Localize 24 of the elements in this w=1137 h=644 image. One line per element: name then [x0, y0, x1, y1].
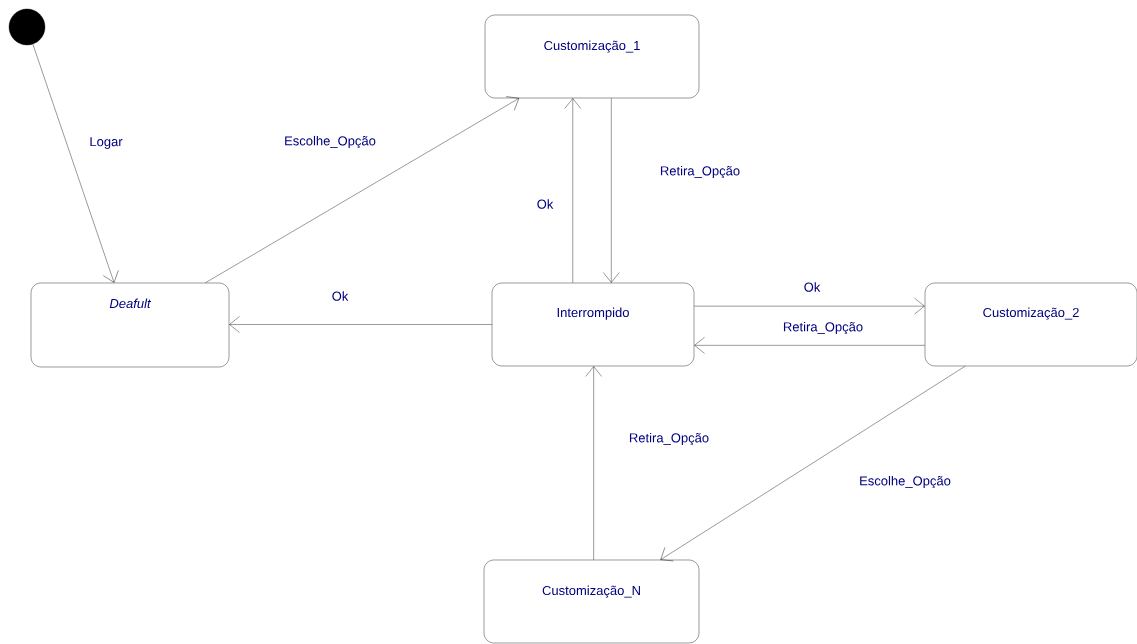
transition-arrow — [660, 366, 966, 562]
initial-state-dot — [8, 8, 46, 46]
edge-label: Escolhe_Opção — [283, 134, 377, 150]
state-box: Customização_N — [483, 559, 700, 644]
edge-label: Escolhe_Opção — [858, 474, 952, 490]
edge-label: Ok — [535, 198, 555, 210]
transition-arrow — [229, 316, 492, 333]
transition-arrow — [585, 366, 602, 560]
transition-arrow — [694, 297, 925, 315]
edge-label: Retira_Opção — [781, 320, 865, 336]
edge-label: Logar — [88, 136, 124, 150]
transition-arrow — [205, 96, 520, 283]
transition-arrow — [32, 44, 119, 283]
state-box: Customização_2 — [924, 282, 1137, 367]
transition-arrow — [694, 337, 925, 354]
edge-label: Ok — [802, 281, 822, 293]
state-box: Deafult — [30, 282, 230, 368]
edge-label: Retira_Opção — [627, 431, 711, 447]
transition-arrow — [564, 98, 581, 283]
state-box: Interrompido — [491, 282, 695, 367]
edge-label: Retira_Opção — [658, 164, 742, 180]
edge-label: Ok — [330, 290, 350, 302]
transition-arrow — [603, 98, 620, 283]
state-box: Customização_1 — [484, 14, 700, 99]
